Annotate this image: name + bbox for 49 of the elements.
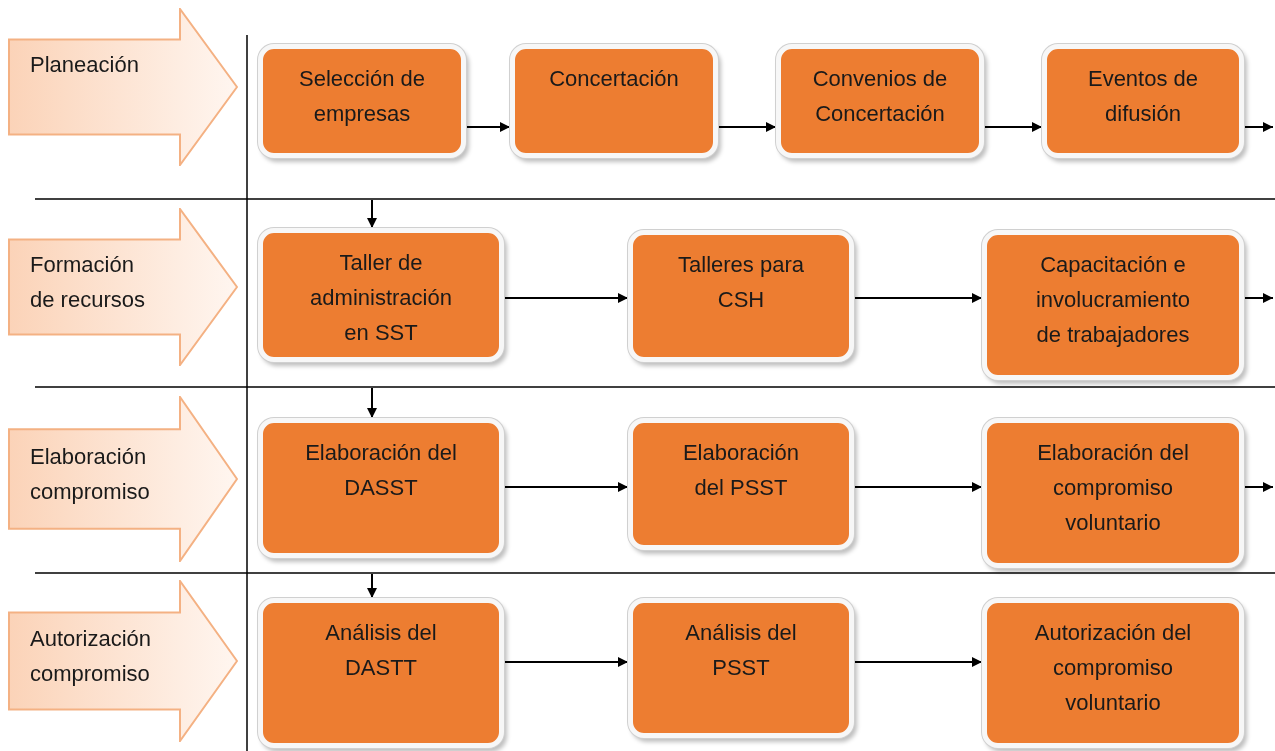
process-box bbox=[982, 230, 1244, 380]
process-box bbox=[258, 44, 466, 158]
stage-banner bbox=[8, 580, 238, 742]
arrow bbox=[1243, 293, 1274, 303]
process-label: Autorización del compromiso voluntario bbox=[1033, 619, 1193, 718]
stage-label: Elaboración compromiso bbox=[30, 443, 151, 507]
process-label: Eventos de difusión bbox=[1086, 65, 1200, 129]
stage-banner bbox=[8, 208, 238, 366]
process-label: Capacitación e involucramiento de trabajadores bbox=[1034, 251, 1192, 350]
process-box bbox=[258, 418, 504, 558]
arrow bbox=[367, 573, 377, 599]
arrow bbox=[367, 199, 377, 229]
arrow bbox=[465, 122, 511, 132]
arrow bbox=[853, 657, 983, 667]
arrow bbox=[1243, 122, 1274, 132]
process-box bbox=[628, 598, 854, 738]
process-label: Talleres para CSH bbox=[677, 251, 805, 315]
process-label: Convenios de Concertación bbox=[811, 65, 949, 129]
process-box bbox=[982, 418, 1244, 568]
arrow bbox=[503, 482, 629, 492]
process-label: Taller de administración en SST bbox=[309, 249, 453, 348]
process-label: Concertación bbox=[549, 65, 679, 93]
stage-label: Autorización compromiso bbox=[30, 625, 153, 689]
stage-banner bbox=[8, 396, 238, 562]
arrow bbox=[853, 293, 983, 303]
process-box bbox=[982, 598, 1244, 748]
process-box bbox=[258, 598, 504, 748]
process-label: Análisis del DASTT bbox=[324, 619, 438, 683]
arrow bbox=[503, 293, 629, 303]
arrow bbox=[1243, 482, 1274, 492]
arrow bbox=[983, 122, 1043, 132]
process-label: Análisis del PSST bbox=[684, 619, 798, 683]
stage-banner bbox=[8, 8, 238, 166]
process-box bbox=[628, 230, 854, 362]
process-label: Selección de empresas bbox=[298, 65, 426, 129]
stage-label: Formación de recursos bbox=[30, 251, 146, 315]
stage-label: Planeación bbox=[30, 51, 140, 79]
arrow bbox=[367, 387, 377, 419]
process-label: Elaboración del compromiso voluntario bbox=[1036, 439, 1190, 538]
process-box bbox=[1042, 44, 1244, 158]
process-label: Elaboración del PSST bbox=[681, 439, 801, 503]
arrow bbox=[503, 657, 629, 667]
process-box bbox=[258, 228, 504, 362]
process-label: Elaboración del DASST bbox=[304, 439, 458, 503]
arrow bbox=[853, 482, 983, 492]
process-box bbox=[776, 44, 984, 158]
process-box bbox=[628, 418, 854, 550]
process-box bbox=[510, 44, 718, 158]
arrow bbox=[717, 122, 777, 132]
